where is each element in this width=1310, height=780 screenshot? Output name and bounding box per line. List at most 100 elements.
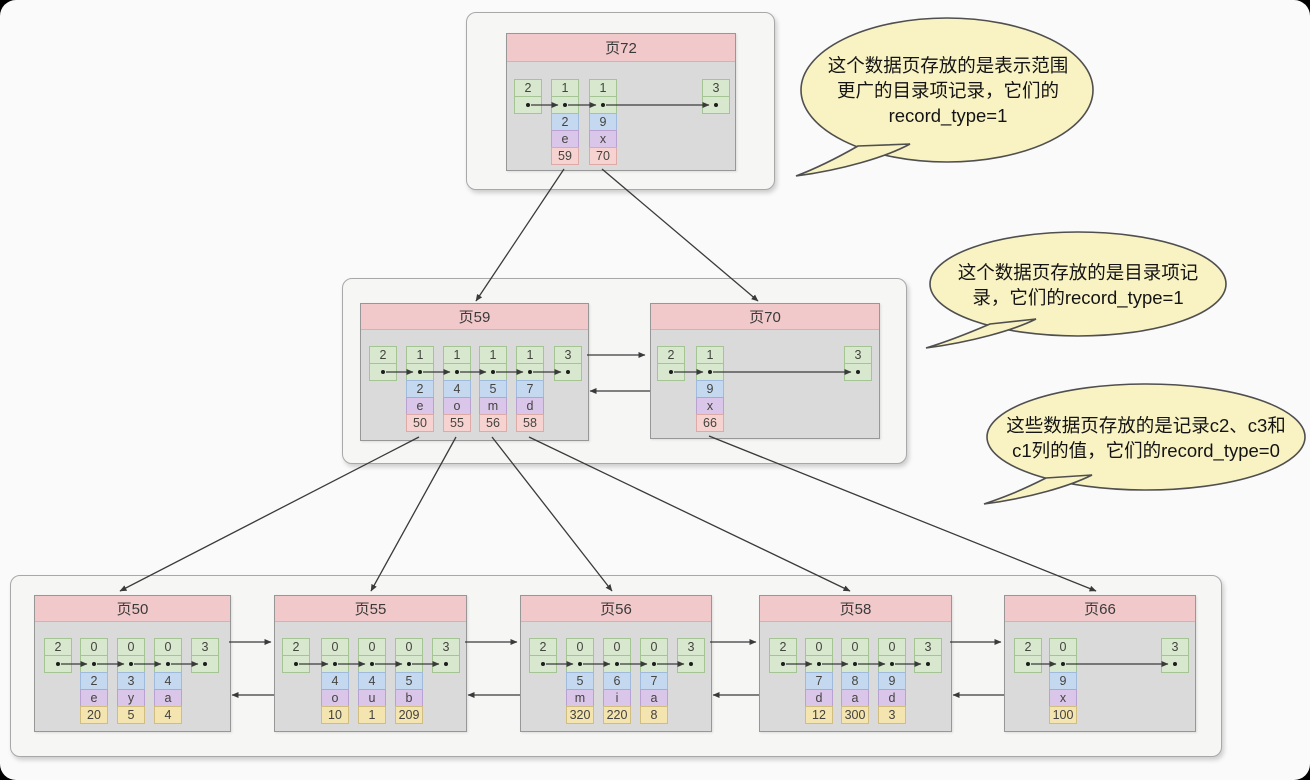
record-c2-cell: 5 — [395, 672, 423, 690]
supremum-record: 3 — [844, 346, 872, 381]
record-pointer-cell — [358, 655, 386, 673]
record-pointer-cell — [369, 363, 397, 381]
record-dot — [714, 103, 718, 107]
record-dot — [370, 662, 374, 666]
record-dot — [1173, 662, 1177, 666]
record-type-cell: 3 — [844, 346, 872, 364]
record-type-cell: 0 — [603, 638, 631, 656]
record-type-cell: 3 — [914, 638, 942, 656]
record-type-cell: 3 — [677, 638, 705, 656]
record-c3-cell: b — [395, 689, 423, 707]
record-pointer-cell — [117, 655, 145, 673]
record-c2-cell: 4 — [154, 672, 182, 690]
record-type-cell: 1 — [589, 79, 617, 97]
record-pointer-cell — [516, 363, 544, 381]
record-type-cell: 0 — [80, 638, 108, 656]
bubble-line: 更广的目录项记录，它们的 — [836, 80, 1059, 101]
page-title: 页72 — [507, 34, 735, 62]
record-pointer-cell — [1049, 655, 1077, 673]
record-type-cell: 1 — [406, 346, 434, 364]
record-dot — [926, 662, 930, 666]
bubble-line: 录，它们的record_type=1 — [972, 287, 1184, 308]
record-type-cell: 0 — [640, 638, 668, 656]
record-pointer-cell — [321, 655, 349, 673]
supremum-record: 3 — [677, 638, 705, 673]
record-type-cell: 1 — [551, 79, 579, 97]
record-pointer-cell — [80, 655, 108, 673]
record-pointer-cell — [479, 363, 507, 381]
record-pointer-cell — [696, 363, 724, 381]
record-type-cell: 0 — [878, 638, 906, 656]
record-dot — [407, 662, 411, 666]
record-type-cell: 0 — [1049, 638, 1077, 656]
page-title: 页70 — [651, 304, 879, 330]
record-dot — [601, 103, 605, 107]
record-dot — [129, 662, 133, 666]
record-type-cell: 1 — [696, 346, 724, 364]
record-pointer-cell — [282, 655, 310, 673]
record-dot — [418, 370, 422, 374]
record-c3-cell: x — [589, 130, 617, 148]
record-c2-cell: 7 — [516, 380, 544, 398]
record-c3-cell: e — [551, 130, 579, 148]
record-pk-value-cell: 5 — [117, 706, 145, 724]
record-dot — [689, 662, 693, 666]
record-c2-cell: 8 — [841, 672, 869, 690]
record-c3-cell: m — [479, 397, 507, 415]
record-c2-cell: 9 — [696, 380, 724, 398]
infimum-record: 2 — [769, 638, 797, 673]
record-pointer-cell — [395, 655, 423, 673]
record-dot — [1026, 662, 1030, 666]
supremum-record: 3 — [1161, 638, 1189, 673]
infimum-record: 2 — [1014, 638, 1042, 673]
record-type-cell: 3 — [554, 346, 582, 364]
record-c2-cell: 4 — [443, 380, 471, 398]
record-type-cell: 2 — [769, 638, 797, 656]
record-dot — [444, 662, 448, 666]
bubble-1-text: 这个数据页存放的是表示范围 更广的目录项记录，它们的 record_type=1 — [800, 53, 1096, 128]
record-c2-cell: 2 — [406, 380, 434, 398]
record-pointer-cell — [566, 655, 594, 673]
record-type-cell: 0 — [805, 638, 833, 656]
record-dot — [781, 662, 785, 666]
record-c3-cell: d — [878, 689, 906, 707]
record-page-number-cell: 70 — [589, 147, 617, 165]
record-dot — [455, 370, 459, 374]
supremum-record: 3 — [191, 638, 219, 673]
record-pk-value-cell: 3 — [878, 706, 906, 724]
bubble-line: 这个数据页存放的是目录项记 — [957, 262, 1199, 283]
record-page-number-cell: 56 — [479, 414, 507, 432]
page-title: 页66 — [1005, 596, 1195, 622]
record-type-cell: 1 — [516, 346, 544, 364]
record-pk-value-cell: 12 — [805, 706, 833, 724]
record-pointer-cell — [914, 655, 942, 673]
record-type-cell: 2 — [514, 79, 542, 97]
record-dot — [528, 370, 532, 374]
record-pk-value-cell: 209 — [395, 706, 423, 724]
bubble-line: record_type=1 — [888, 105, 1008, 126]
record-c3-cell: y — [117, 689, 145, 707]
record-c3-cell: a — [841, 689, 869, 707]
page-title: 页50 — [35, 596, 230, 622]
record-pointer-cell — [514, 96, 542, 114]
supremum-record: 3 — [554, 346, 582, 381]
record-c2-cell: 5 — [566, 672, 594, 690]
record-dot — [708, 370, 712, 374]
record-pointer-cell — [44, 655, 72, 673]
record-c3-cell: e — [80, 689, 108, 707]
supremum-record: 3 — [432, 638, 460, 673]
record-pointer-cell — [551, 96, 579, 114]
record-pk-value-cell: 320 — [566, 706, 594, 724]
